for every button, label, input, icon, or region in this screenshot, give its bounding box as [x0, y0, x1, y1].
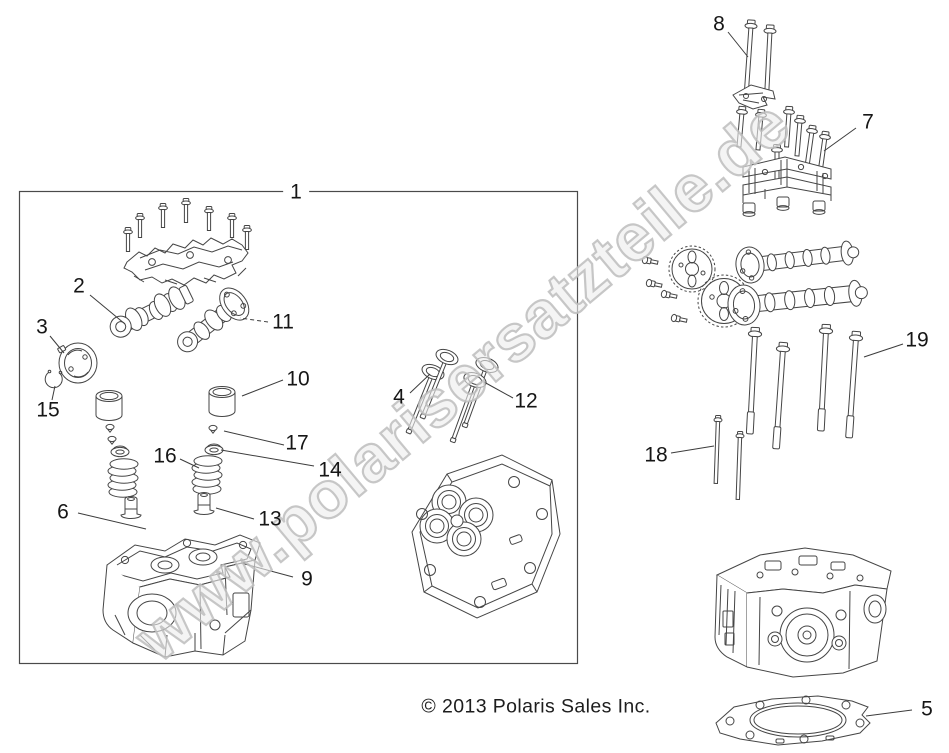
tappet-bucket-left-drawing: [95, 390, 123, 421]
callout-14: 14: [318, 458, 342, 482]
callout-19: 19: [905, 328, 929, 352]
callout-leader-lines: [49, 31, 913, 717]
long-bolt-drawing: [740, 19, 758, 91]
head-gasket-drawing: [715, 695, 871, 746]
callout-11: 11: [272, 310, 294, 334]
valve-keeper-drawing: [208, 424, 218, 434]
camshaft-front-drawing: [109, 285, 194, 338]
camshaft-assembly-drawing: [727, 279, 868, 326]
callout-9: 9: [301, 567, 313, 591]
valve-keeper-drawing: [105, 423, 115, 433]
cam-sprocket-drawing: [668, 245, 716, 293]
callout-5: 5: [921, 697, 933, 721]
cylinder-head-bottom-drawing: [411, 454, 561, 619]
head-bolts-drawing: [742, 323, 864, 450]
rocker-assembly-drawing: [123, 198, 252, 286]
retainer-bracket-drawing: [732, 84, 776, 110]
valve-seal-drawing: [120, 496, 142, 519]
cam-carrier-drawing: [742, 144, 832, 217]
cylinder-head-side-drawing: [714, 547, 892, 678]
copyright-text: © 2013 Polaris Sales Inc.: [421, 695, 651, 718]
valve-spring-drawing: [107, 458, 139, 498]
callout-2: 2: [73, 274, 85, 298]
long-bolt-drawing: [760, 24, 777, 96]
camshaft-assembly-drawing: [735, 240, 860, 284]
callout-1: 1: [283, 181, 309, 203]
callout-15: 15: [36, 398, 60, 422]
cylinder-head-top-drawing: [102, 534, 261, 658]
callout-10: 10: [286, 367, 310, 391]
callout-17: 17: [285, 431, 309, 455]
callout-16: 16: [153, 444, 177, 468]
callout-8: 8: [713, 12, 725, 36]
snap-ring-drawing: [44, 369, 63, 389]
callout-13: 13: [258, 507, 282, 531]
callout-3: 3: [36, 315, 48, 339]
valve-keeper-drawing: [107, 435, 117, 445]
valve-seal-drawing: [193, 492, 215, 515]
callout-12: 12: [514, 389, 538, 413]
callout-6: 6: [57, 500, 69, 524]
callout-4: 4: [393, 385, 405, 409]
tappet-bucket-right-drawing: [208, 386, 236, 417]
spring-retainer-drawing: [110, 445, 130, 458]
camshaft-rear-drawing: [177, 287, 250, 353]
valve-spring-drawing: [191, 455, 223, 495]
cam-phaser-drawing: [57, 342, 98, 384]
dowel-stud-drawing: [711, 414, 723, 485]
callout-18: 18: [644, 443, 668, 467]
callout-7: 7: [862, 110, 874, 134]
dowel-stud-drawing: [733, 430, 745, 501]
spring-retainer-drawing: [204, 443, 224, 456]
